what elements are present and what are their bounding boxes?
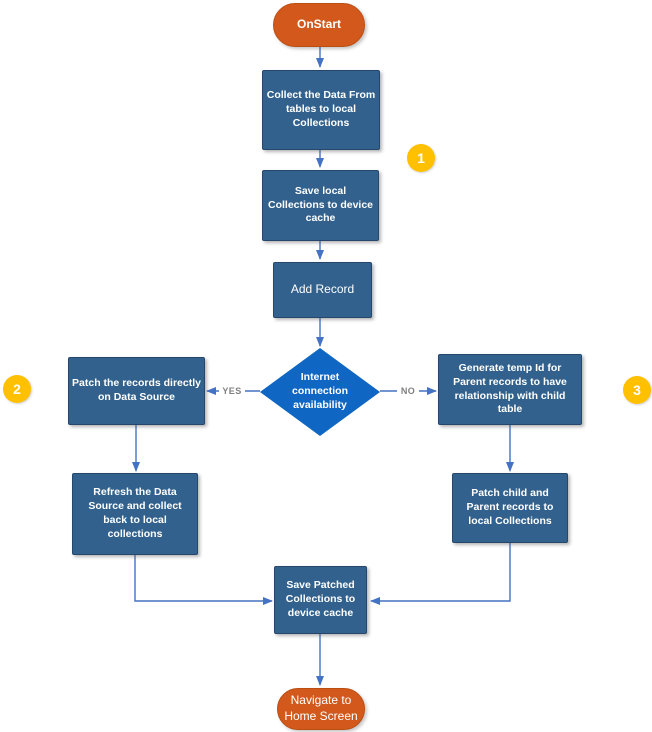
node-onstart-label: OnStart: [296, 17, 341, 32]
badge-2-value: 2: [13, 381, 21, 397]
edge-patchchild-to-savepatched: [370, 543, 511, 605]
node-patch-child: Patch child and Parent records to local …: [452, 473, 568, 543]
node-collect-data: Collect the Data From tables to local Co…: [262, 70, 380, 150]
node-refresh-source-label: Refresh the Data Source and collect back…: [88, 486, 182, 540]
node-add-record: Add Record: [273, 262, 372, 318]
node-save-patched: Save Patched Collections to device cache: [274, 566, 367, 634]
node-navigate-home: Navigate to Home Screen: [277, 688, 365, 730]
node-patch-direct-label: Patch the records directly on Data Sourc…: [72, 377, 201, 403]
badge-1: 1: [407, 144, 435, 172]
node-save-local-label: Save local Collections to device cache: [267, 184, 374, 225]
node-save-local: Save local Collections to device cache: [262, 170, 379, 241]
badge-2: 2: [3, 375, 31, 403]
node-patch-child-label: Patch child and Parent records to local …: [466, 487, 554, 527]
node-internet-check: Internet connection availability: [260, 348, 380, 436]
badge-3-value: 3: [633, 382, 641, 398]
edge-refresh-to-savepatched: [134, 555, 273, 605]
node-patch-direct: Patch the records directly on Data Sourc…: [68, 357, 205, 425]
node-generate-temp-id-label: Generate temp Id for Parent records to h…: [453, 361, 567, 416]
badge-1-value: 1: [417, 150, 425, 166]
node-internet-check-label: Internet connection availability: [291, 371, 348, 411]
node-save-patched-label: Save Patched Collections to device cache: [285, 579, 356, 619]
edge-label-yes: YES: [219, 385, 245, 397]
edge-label-no: NO: [397, 385, 419, 397]
node-navigate-home-label: Navigate to Home Screen: [284, 693, 358, 723]
node-add-record-label: Add Record: [290, 282, 355, 297]
node-refresh-source: Refresh the Data Source and collect back…: [72, 473, 198, 555]
node-generate-temp-id: Generate temp Id for Parent records to h…: [438, 354, 582, 425]
node-onstart: OnStart: [273, 3, 365, 47]
badge-3: 3: [623, 376, 651, 404]
node-collect-data-label: Collect the Data From tables to local Co…: [266, 89, 376, 129]
